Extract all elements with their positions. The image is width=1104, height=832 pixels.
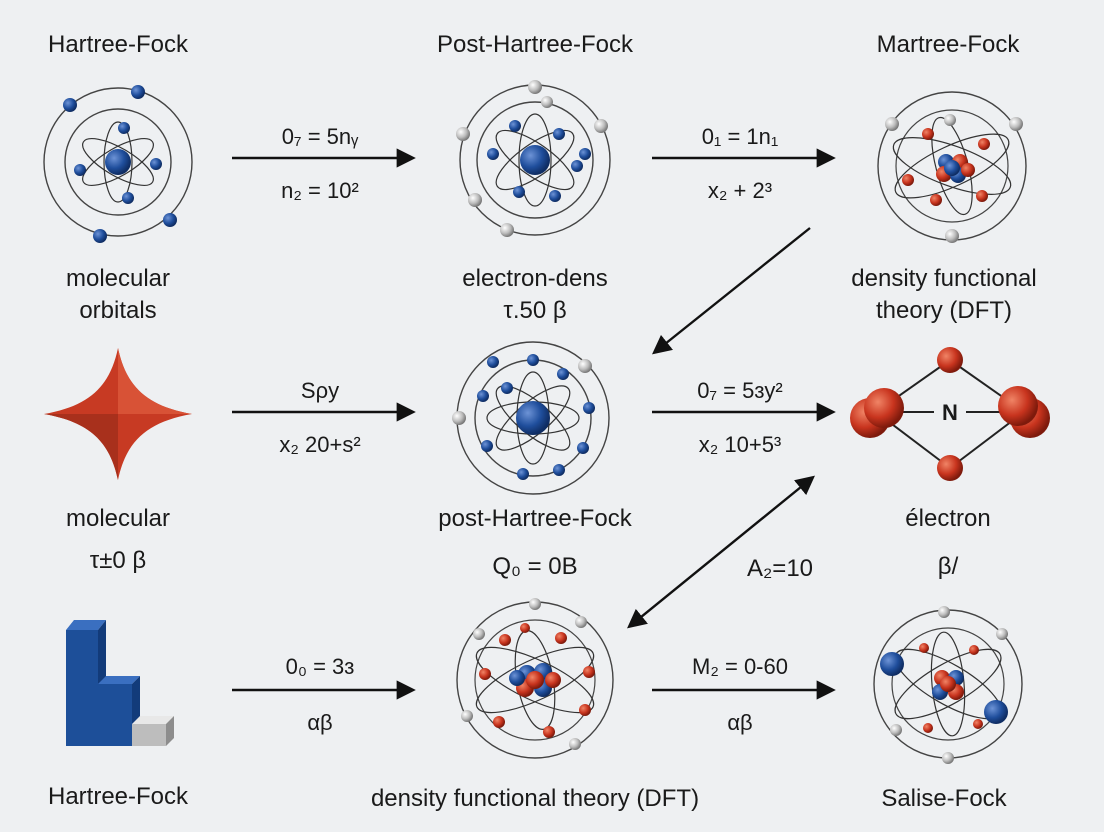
title-dft-bottom: density functional theory (DFT) [370, 785, 700, 812]
arrow-label-top: M₂ = 0-60 [692, 654, 788, 679]
arrow-label-bottom: αβ [727, 710, 753, 735]
title-martree-fock: Martree-Fock [876, 31, 1020, 58]
caption-line-1: molecular [65, 265, 171, 292]
caption-line-1: post-Hartree-Fock [438, 505, 632, 532]
title-post-hartree-fock: Post-Hartree-Fock [436, 31, 634, 58]
arrow-label-top: Sρy [300, 378, 340, 403]
arrow-label-bottom: αβ [307, 710, 333, 735]
arrow-label-top: 0₁ = 1n₁ [701, 124, 779, 149]
atom-icon [877, 91, 1027, 243]
title-salise-fock: Salise-Fock [881, 785, 1007, 812]
arrow-label-bottom: x₂ + 2³ [707, 178, 773, 203]
caption-line-1: density functional [851, 265, 1037, 292]
caption-line-2: τ±0 β [89, 547, 147, 574]
diagonal-arrow-label: A₂=10 [746, 555, 814, 582]
atom-icon [43, 85, 193, 243]
atom-icon [456, 598, 614, 759]
arrow-label-top: 0₇ = 5ɜy² [697, 378, 783, 403]
arrow-label-bottom: x₂ 10+5³ [698, 432, 782, 457]
atom-icon [873, 606, 1023, 764]
caption-line-1: electron-dens [462, 265, 608, 292]
atom-icon [456, 80, 611, 237]
caption-line-2: theory (DFT) [875, 297, 1013, 324]
arrow-diagonal-down [652, 227, 811, 355]
star-shape-icon [44, 348, 192, 480]
caption-line-2: Q₀ = 0B [492, 553, 578, 580]
molecule-icon [850, 347, 1050, 481]
bar-block-icon [66, 620, 174, 746]
arrow-label-bottom: n₂ = 10² [281, 178, 359, 203]
title-hartree-fock-bottom: Hartree-Fock [47, 783, 189, 810]
caption-line-2: τ.50 β [503, 297, 567, 324]
atom-icon [452, 341, 610, 495]
caption-line-2: orbitals [79, 297, 157, 324]
arrow-label-top: 0₀ = 3ɜ [285, 654, 355, 679]
caption-line-1: électron [905, 505, 991, 532]
caption-line-2: β/ [937, 553, 959, 580]
title-hartree-fock: Hartree-Fock [47, 31, 189, 58]
arrow-diagonal-bidirectional [627, 475, 815, 629]
arrow-label-bottom: x₂ 20+s² [279, 432, 361, 457]
arrow-label-top: 0₇ = 5nᵧ [281, 124, 359, 149]
caption-line-1: molecular [65, 505, 171, 532]
molecule-center-label: N [942, 400, 958, 425]
